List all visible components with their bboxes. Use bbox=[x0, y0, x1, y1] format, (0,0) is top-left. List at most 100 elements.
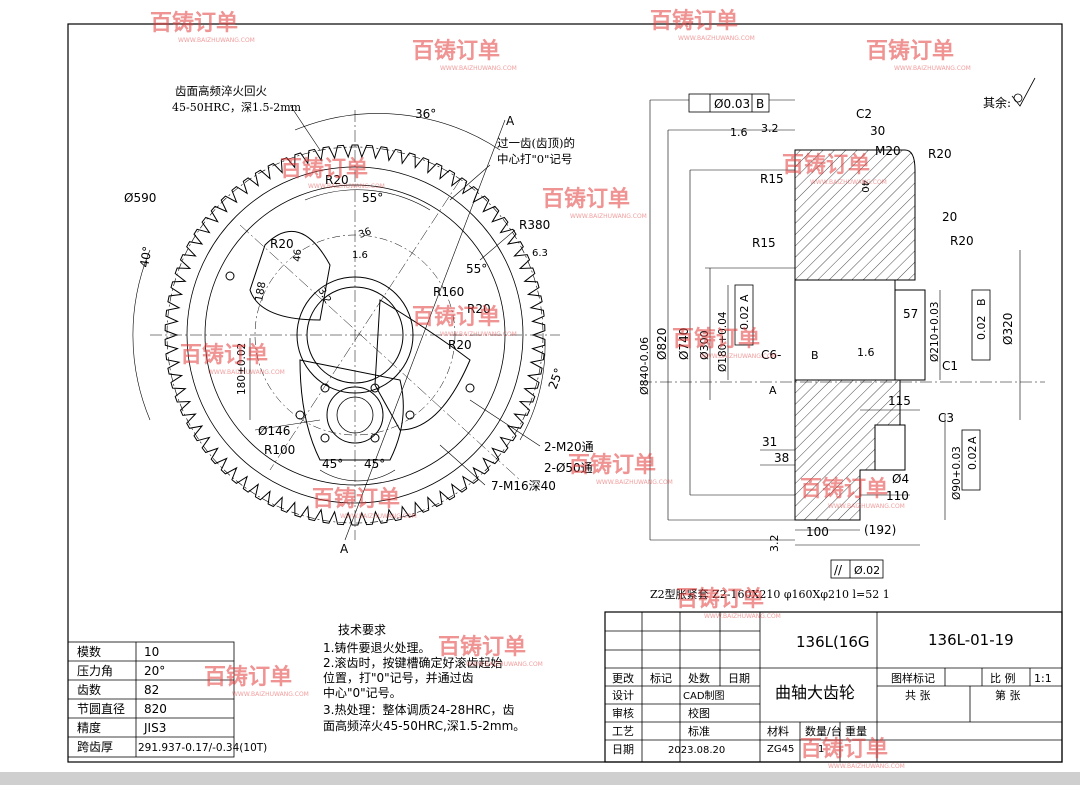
svg-text:百铸订单: 百铸订单 bbox=[312, 486, 400, 512]
dim-46: 46 bbox=[292, 249, 304, 263]
param-key-pitch-dia: 节圆直径 bbox=[77, 702, 125, 716]
svg-text:WWW.BAIZHUWANG.COM: WWW.BAIZHUWANG.COM bbox=[704, 613, 781, 620]
dim-180: 180±0.02 bbox=[236, 343, 248, 395]
svg-text:WWW.BAIZHUWANG.COM: WWW.BAIZHUWANG.COM bbox=[894, 65, 971, 72]
dim-40: 40 bbox=[859, 180, 870, 193]
chamfer-c6: C6- bbox=[761, 348, 781, 362]
tb-qty: 1 bbox=[818, 744, 824, 755]
technical-requirements: 技术要求 1.铸件要退火处理。 2.滚齿时，按键槽确定好滚齿起始 位置，打"0"… bbox=[323, 623, 525, 733]
param-val-pitch-dia: 820 bbox=[144, 702, 167, 716]
tb-date-value: 2023.08.20 bbox=[668, 745, 725, 756]
tol-runout-4-ref: A bbox=[966, 436, 979, 444]
r15-b: R15 bbox=[752, 236, 776, 250]
dim-38: 38 bbox=[774, 451, 789, 465]
angle-45a: 45° bbox=[322, 457, 343, 471]
dim-d210: Ø210+0.03 bbox=[929, 302, 941, 362]
tb-scale-header: 比 例 bbox=[990, 671, 1016, 685]
param-val-accuracy: JIS3 bbox=[143, 721, 166, 735]
gear-parameter-table bbox=[67, 641, 235, 758]
r20-d: R20 bbox=[448, 338, 472, 352]
param-key-pressure-angle: 压力角 bbox=[77, 664, 113, 678]
watermark-brand: 百铸订单 bbox=[150, 10, 238, 36]
r15-a: R15 bbox=[760, 172, 784, 186]
section-a-top: A bbox=[506, 114, 515, 128]
ra-6-3: 6.3 bbox=[532, 248, 548, 259]
bottom-strip bbox=[0, 772, 1080, 785]
tol-runout-3-ref: B bbox=[975, 298, 988, 306]
ra-3-2: 3.2 bbox=[315, 286, 332, 305]
svg-text:百铸订单: 百铸订单 bbox=[438, 634, 526, 660]
tol-runout-3: 0.02 bbox=[975, 316, 988, 341]
holes-m20: 2-M20通 bbox=[544, 440, 594, 454]
tech-req-line-6: 面高频淬火45-50HRC,深1.5-2mm。 bbox=[323, 718, 525, 733]
gear-section-view bbox=[640, 93, 1045, 579]
holes-d50: 2-Ø50通 bbox=[544, 461, 593, 475]
angle-55a: 55° bbox=[362, 191, 383, 205]
tol-runout-1: Ø0.03 bbox=[714, 97, 750, 111]
gear-annotations: 齿面高频淬火回火 45-50HRC，深1.5-2mm 过一齿(齿顶)的 中心打"… bbox=[124, 84, 594, 556]
tb-rev: 更改 bbox=[612, 671, 634, 685]
expansion-sleeve-note: Z2型胀紧套 Z2-160X210 φ160Xφ210 l=52 1 bbox=[650, 587, 890, 601]
svg-text:WWW.BAIZHUWANG.COM: WWW.BAIZHUWANG.COM bbox=[828, 503, 905, 510]
tb-qty-header: 数量/台 bbox=[805, 724, 842, 738]
param-key-span: 跨齿厚 bbox=[77, 740, 113, 754]
tol-runout-2: 0.02 bbox=[738, 306, 751, 331]
ra-3-2-low: 3.2 bbox=[768, 535, 781, 553]
gear-parameter-values: 模数 10 压力角 20° 齿数 82 节圆直径 820 精度 JIS3 跨齿厚… bbox=[77, 644, 267, 754]
angle-25: 25° bbox=[546, 366, 566, 391]
svg-text:WWW.BAIZHUWANG.COM: WWW.BAIZHUWANG.COM bbox=[596, 479, 673, 486]
r20-mid: R20 bbox=[950, 234, 974, 248]
svg-text:WWW.BAIZHUWANG.COM: WWW.BAIZHUWANG.COM bbox=[810, 179, 887, 186]
tb-weight-header: 重量 bbox=[845, 724, 867, 738]
dim-d90: Ø90+0.03 bbox=[951, 446, 963, 500]
r20-a: R20 bbox=[325, 173, 349, 187]
svg-text:WWW.BAIZHUWANG.COM: WWW.BAIZHUWANG.COM bbox=[700, 353, 777, 360]
ra-1-6-top: 1.6 bbox=[730, 126, 748, 139]
tb-date: 日期 bbox=[612, 743, 634, 756]
param-key-module: 模数 bbox=[77, 644, 101, 659]
svg-text:WWW.BAIZHUWANG.COM: WWW.BAIZHUWANG.COM bbox=[440, 331, 517, 338]
dim-36: 36 bbox=[357, 226, 373, 241]
dim-110: 110 bbox=[886, 489, 909, 503]
svg-text:百铸订单: 百铸订单 bbox=[412, 304, 500, 330]
dim-d840: Ø840-0.06 bbox=[638, 337, 651, 395]
title-block-text: 更改 标记 处数 日期 设计 CAD制图 审核 校图 工艺 标准 日期 2023… bbox=[612, 631, 1052, 756]
svg-text:百铸订单: 百铸订单 bbox=[672, 326, 760, 352]
dim-d180: Ø180+0.04 bbox=[717, 311, 729, 372]
param-val-span: 291.937-0.17/-0.34(10T) bbox=[138, 742, 267, 754]
drawing-frame bbox=[67, 23, 1063, 763]
tb-place: 处数 bbox=[688, 672, 710, 685]
chamfer-c1: C1 bbox=[942, 359, 958, 373]
holes-m16: 7-M16深40 bbox=[491, 479, 556, 493]
angle-36: 36° bbox=[415, 107, 436, 121]
tol-runout-2-ref: A bbox=[738, 294, 751, 302]
other-roughness-label: 其余: bbox=[983, 95, 1011, 110]
section-annotations: Ø0.03 B 1.6 3.2 C2 30 M20 40 R20 R15 R15… bbox=[638, 77, 1036, 577]
svg-text:WWW.BAIZHUWANG.COM: WWW.BAIZHUWANG.COM bbox=[466, 661, 543, 668]
chamfer-c3: C3 bbox=[938, 411, 954, 425]
mark-note-2: 中心打"0"记号 bbox=[497, 152, 572, 166]
datum-a: A bbox=[769, 384, 777, 397]
svg-text:百铸订单: 百铸订单 bbox=[866, 38, 954, 64]
r380: R380 bbox=[519, 218, 550, 232]
heat-note-2: 45-50HRC，深1.5-2mm bbox=[172, 101, 302, 114]
r20-top: R20 bbox=[928, 147, 952, 161]
chamfer-c2: C2 bbox=[856, 107, 872, 121]
tb-part-model: 136L(16G bbox=[796, 633, 870, 651]
title-block bbox=[604, 611, 1063, 763]
angle-45b: 45° bbox=[364, 457, 385, 471]
tb-mark: 标记 bbox=[650, 671, 672, 685]
tech-req-line-1: 1.铸件要退火处理。 bbox=[323, 640, 430, 655]
dim-d590: Ø590 bbox=[124, 191, 156, 205]
svg-text:百铸订单: 百铸订单 bbox=[800, 476, 888, 502]
dim-31: 31 bbox=[762, 435, 777, 449]
tb-sheet-no: 第 张 bbox=[995, 688, 1021, 702]
tb-design: 设计 bbox=[612, 689, 634, 702]
tol-parallel-value: Ø.02 bbox=[854, 564, 880, 577]
r100: R100 bbox=[264, 443, 295, 457]
ra-3-2-top: 3.2 bbox=[761, 122, 779, 135]
dim-192: (192) bbox=[864, 523, 896, 537]
svg-text:WWW.BAIZHUWANG.COM: WWW.BAIZHUWANG.COM bbox=[340, 513, 417, 520]
